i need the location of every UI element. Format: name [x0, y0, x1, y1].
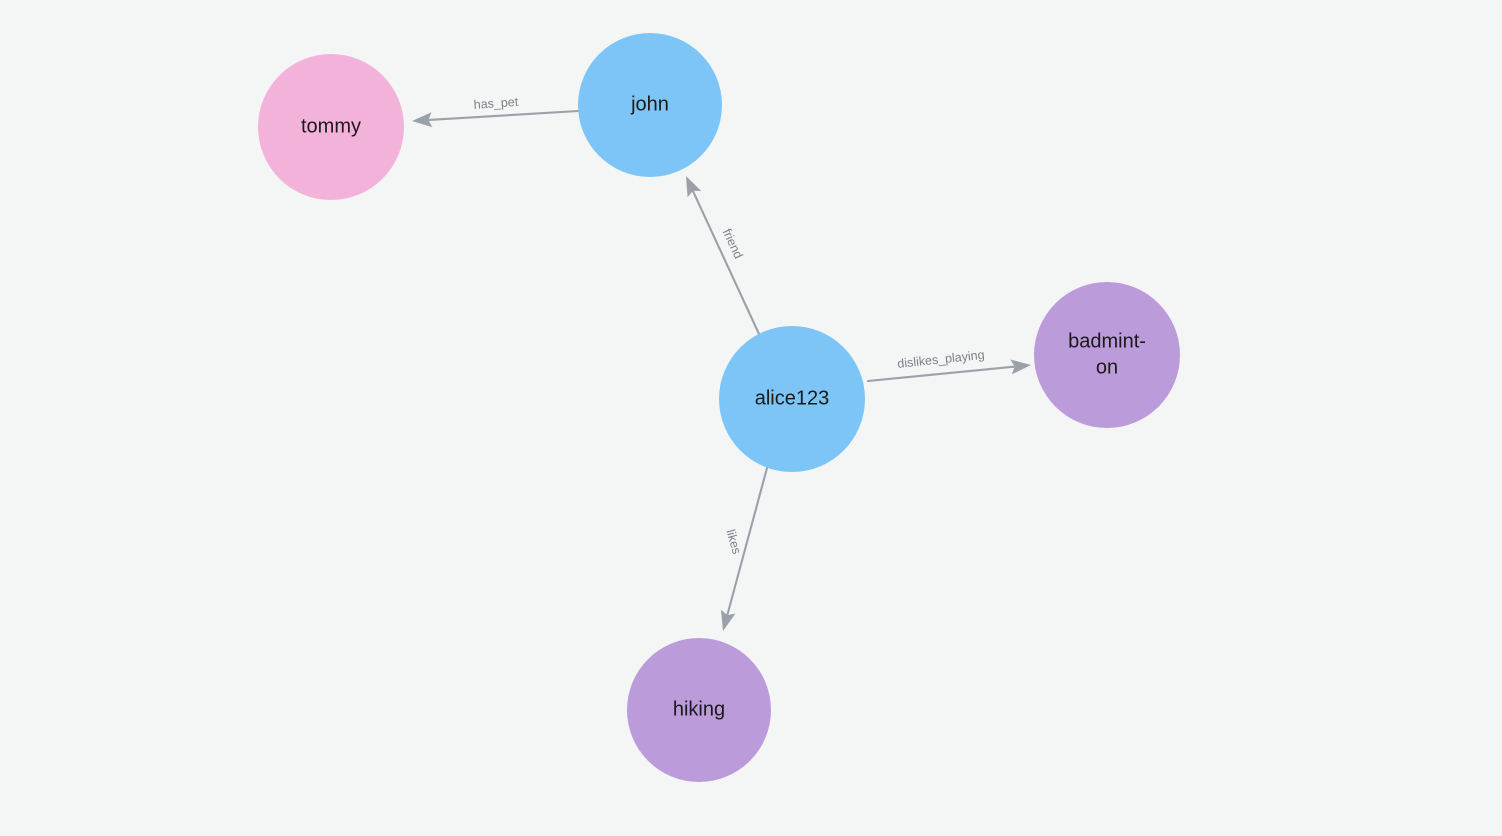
graph-edge[interactable]: friend: [686, 176, 761, 336]
edge-arrowhead-icon: [720, 609, 736, 631]
graph-edge[interactable]: dislikes_playing: [866, 348, 1031, 383]
node-circle[interactable]: [627, 638, 771, 782]
edge-line: [692, 190, 761, 336]
node-circle[interactable]: [719, 326, 865, 472]
graph-edge[interactable]: likes: [720, 466, 769, 631]
edge-arrowhead-icon: [686, 176, 702, 198]
edge-label: has_pet: [473, 95, 519, 112]
node-circle[interactable]: [258, 54, 404, 200]
graph-node-alice123[interactable]: alice123: [719, 326, 865, 472]
graph-node-hiking[interactable]: hiking: [627, 638, 771, 782]
graph-node-tommy[interactable]: tommy: [258, 54, 404, 200]
edge-label: likes: [723, 528, 743, 556]
edge-line: [427, 109, 580, 122]
graph-node-john[interactable]: john: [578, 33, 722, 177]
edge-line: [866, 365, 1016, 383]
nodes-layer: tommy john alice123 badmint-on hiking: [258, 33, 1180, 782]
edge-line: [726, 466, 769, 616]
node-circle[interactable]: [578, 33, 722, 177]
edge-arrowhead-icon: [1010, 359, 1031, 375]
edge-label: dislikes_playing: [897, 348, 986, 371]
graph-node-badminton[interactable]: badmint-on: [1034, 282, 1180, 428]
graph-edge[interactable]: has_pet: [412, 95, 580, 128]
edge-arrowhead-icon: [412, 112, 433, 128]
node-circle[interactable]: [1034, 282, 1180, 428]
